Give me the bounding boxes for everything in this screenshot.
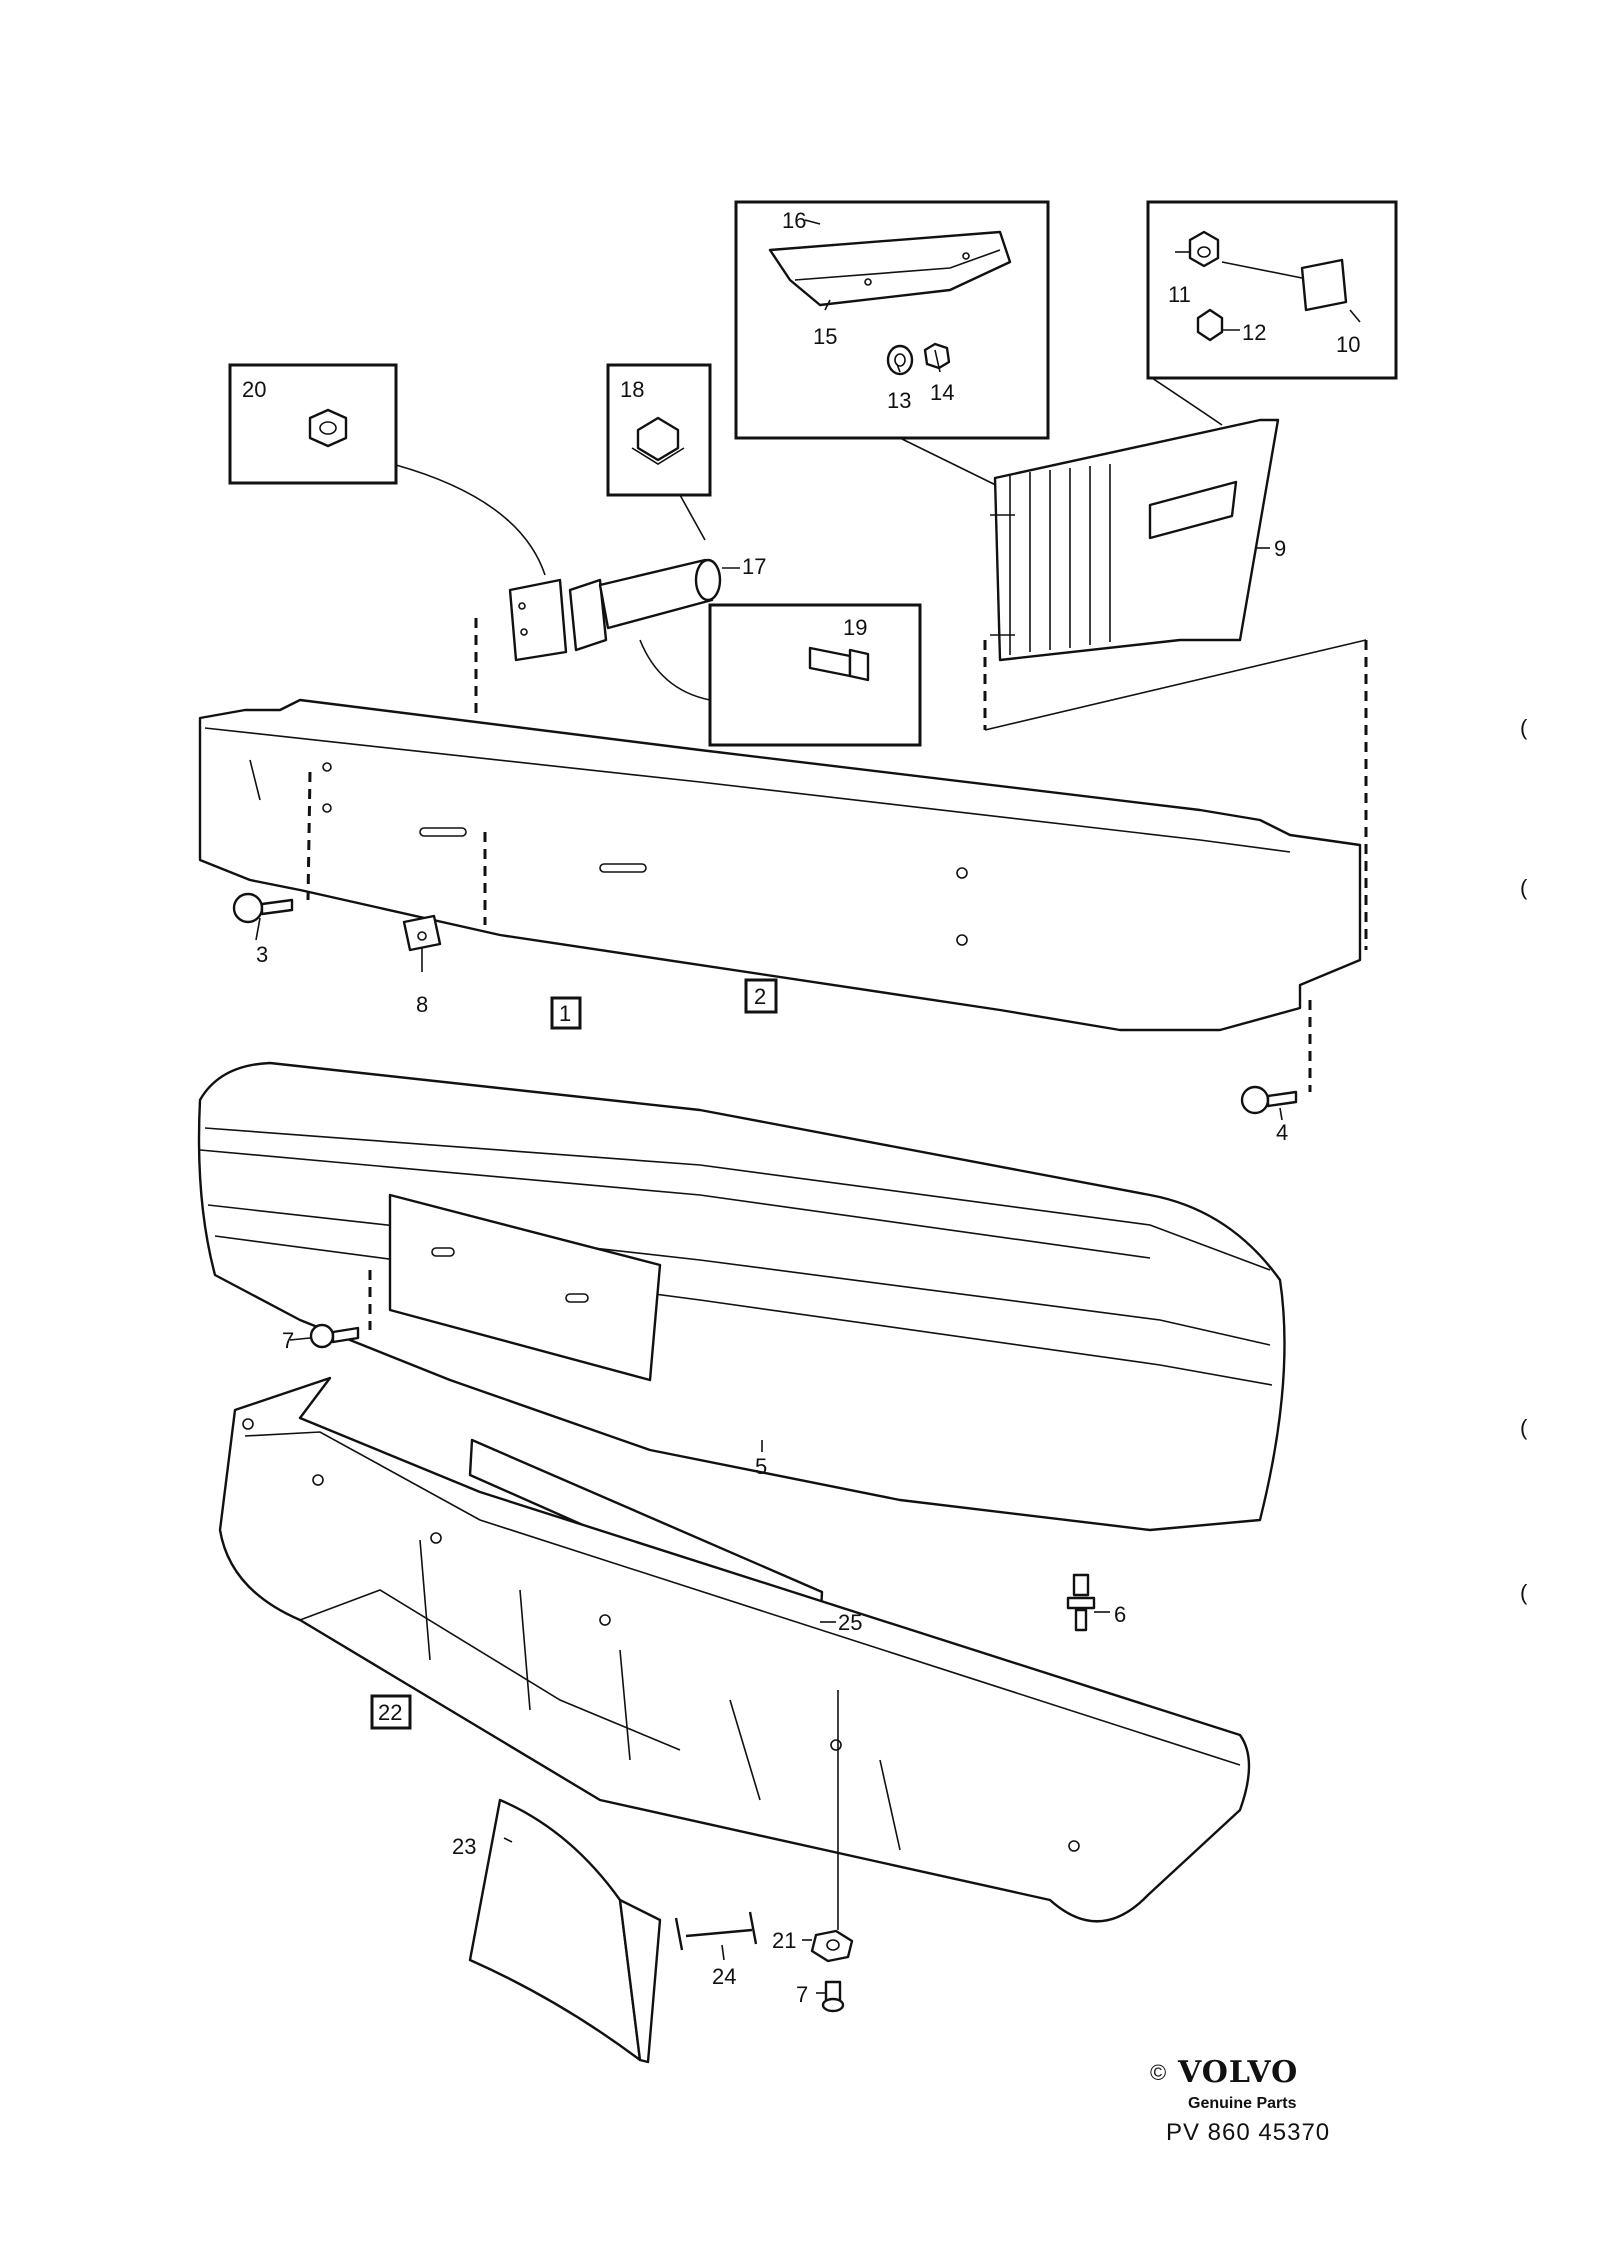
screw-7-upper [309, 1323, 360, 1349]
lower-spoiler-22 [218, 1376, 1251, 1923]
margin-mark: ( [1520, 1580, 1528, 1605]
callout-15: 15 [813, 324, 837, 349]
callout-22: 22 [378, 1700, 402, 1725]
callout-3: 3 [256, 942, 268, 967]
callout-7-lower: 7 [796, 1982, 808, 2007]
screw-3 [232, 892, 294, 924]
callout-1-box [550, 996, 582, 1030]
callout-5: 5 [755, 1454, 767, 1479]
washer-21-screw-7 [810, 1929, 854, 2013]
callout-14: 14 [930, 380, 954, 405]
pin-24 [674, 1911, 758, 1951]
bumper-beam [198, 698, 1362, 1032]
diagram-code: PV 860 45370 [1166, 2119, 1330, 2146]
callout-7-upper: 7 [282, 1328, 294, 1353]
margin-mark: ( [1520, 875, 1528, 900]
callout-8: 8 [416, 992, 428, 1017]
detail-box-11-12 [1146, 200, 1398, 426]
detail-box-19 [639, 603, 922, 747]
callout-25: 25 [838, 1610, 862, 1635]
volvo-brand-mark: © VOLVO Genuine Parts PV 860 45370 [1150, 2055, 1330, 2146]
stud-6 [1066, 1573, 1096, 1632]
callout-22-box [370, 1694, 412, 1730]
clip-8 [402, 914, 442, 952]
side-bracket-9 [990, 418, 1280, 662]
callout-12: 12 [1242, 320, 1266, 345]
callout-23: 23 [452, 1834, 476, 1859]
callout-24: 24 [712, 1964, 736, 1989]
copyright-symbol: © [1150, 2060, 1166, 2085]
callout-17: 17 [742, 554, 766, 579]
bumper-cover-5 [197, 1061, 1286, 1532]
callout-20: 20 [242, 377, 266, 402]
screw-4 [1240, 1085, 1298, 1115]
bumper-mount-17 [508, 558, 722, 662]
callout-16: 16 [782, 208, 806, 233]
callout-13: 13 [887, 388, 911, 413]
margin-mark: ( [1520, 1415, 1528, 1440]
detail-box-20 [228, 363, 546, 576]
margin-mark: ( [1520, 715, 1528, 740]
genuine-parts-text: Genuine Parts [1188, 2095, 1297, 2112]
callout-2: 2 [754, 984, 766, 1009]
callout-19: 19 [843, 615, 867, 640]
callout-18: 18 [620, 377, 644, 402]
callout-1: 1 [559, 1001, 571, 1026]
callout-11: 11 [1168, 282, 1191, 307]
callout-9: 9 [1274, 536, 1286, 561]
volvo-logo-text: VOLVO [1177, 2055, 1298, 2090]
end-cap-23 [468, 1798, 662, 2064]
callout-21: 21 [772, 1928, 796, 1953]
callout-6: 6 [1114, 1602, 1126, 1627]
detail-box-18 [606, 363, 712, 541]
callout-4: 4 [1276, 1120, 1288, 1145]
detail-box-16-13 [734, 200, 1050, 493]
callout-10: 10 [1336, 332, 1360, 357]
callout-2-box [744, 978, 778, 1014]
